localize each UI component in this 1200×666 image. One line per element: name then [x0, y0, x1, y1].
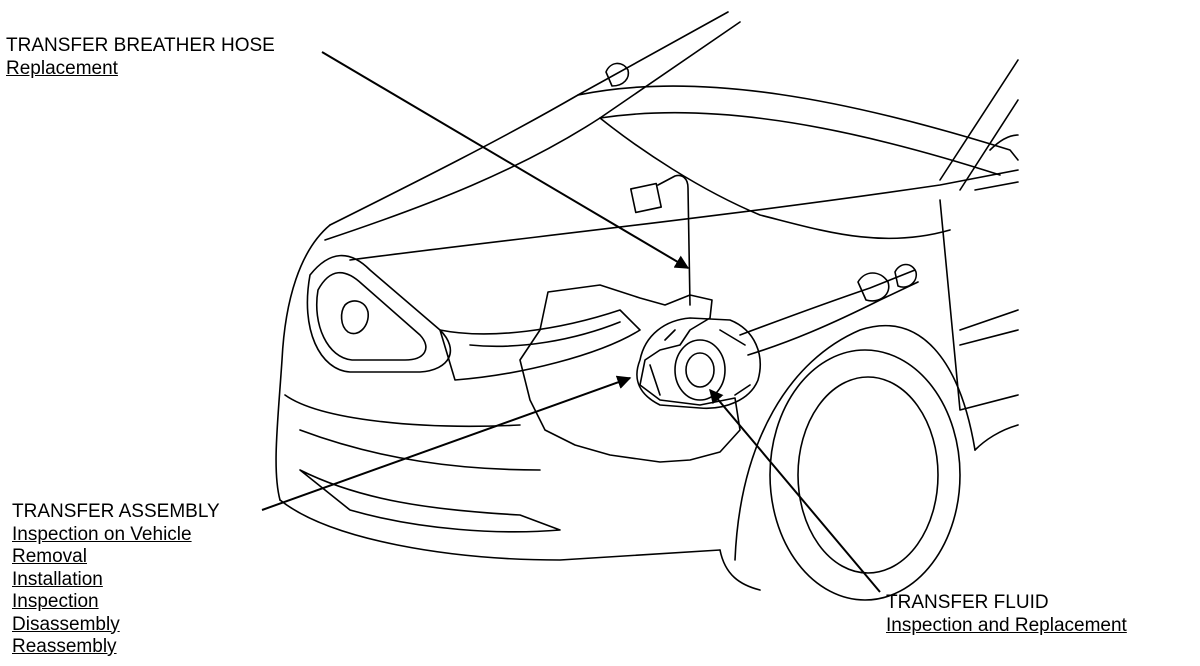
- callout-transfer-breather-hose: TRANSFER BREATHER HOSE Replacement: [6, 35, 275, 80]
- side-sill: [939, 199, 1019, 411]
- grille-inner: [316, 271, 427, 361]
- driveshaft-joint-rear: [894, 263, 918, 288]
- link-replacement[interactable]: Replacement: [6, 57, 118, 79]
- engine-bay-cutaway: [519, 284, 741, 463]
- leader-transfer-fluid: [709, 388, 881, 593]
- leader-breather-hose: [321, 51, 690, 269]
- headlight: [439, 309, 641, 381]
- front-wheel-rim: [797, 376, 939, 574]
- callout-transfer-fluid: TRANSFER FLUID Inspection and Replacemen…: [886, 592, 1127, 637]
- headlight-detail: [469, 321, 621, 348]
- door-frame: [939, 59, 1019, 191]
- wheel-arch: [734, 324, 976, 561]
- hood-rear-edge: [599, 117, 951, 240]
- leader-transfer-assembly: [261, 375, 632, 511]
- link-installation[interactable]: Installation: [12, 568, 103, 590]
- grille-emblem: [340, 300, 369, 335]
- windshield-frame: [577, 11, 1019, 161]
- callout-title: TRANSFER ASSEMBLY: [12, 501, 220, 522]
- lower-bumper: [284, 394, 541, 471]
- chin: [279, 499, 721, 561]
- link-disassembly[interactable]: Disassembly: [12, 613, 120, 635]
- callout-title: TRANSFER BREATHER HOSE: [6, 35, 275, 56]
- link-removal[interactable]: Removal: [12, 546, 87, 567]
- fender-line: [349, 169, 1019, 261]
- link-inspection-on-vehicle[interactable]: Inspection on Vehicle: [12, 523, 192, 545]
- transfer-assembly-graphic: [636, 317, 761, 410]
- hood-crease: [324, 117, 601, 241]
- grille-outline: [306, 254, 452, 373]
- front-face: [275, 224, 331, 501]
- side-mirror: [605, 62, 630, 87]
- hood-edge: [329, 94, 579, 226]
- callout-transfer-assembly: TRANSFER ASSEMBLY Inspection on Vehicle …: [12, 501, 220, 659]
- link-inspection[interactable]: Inspection: [12, 591, 99, 612]
- propeller-shaft: [739, 269, 919, 356]
- link-reassembly[interactable]: Reassembly: [12, 636, 117, 657]
- fog-light-area: [299, 469, 561, 533]
- front-tire: [769, 349, 961, 601]
- fender-lower: [719, 424, 1019, 591]
- breather-hose: [657, 174, 691, 306]
- a-pillar: [599, 21, 1001, 176]
- link-inspection-and-replacement[interactable]: Inspection and Replacement: [886, 614, 1127, 636]
- breather-hose-cap: [629, 182, 663, 214]
- callout-title: TRANSFER FLUID: [886, 592, 1049, 613]
- driveshaft-joint: [857, 272, 890, 302]
